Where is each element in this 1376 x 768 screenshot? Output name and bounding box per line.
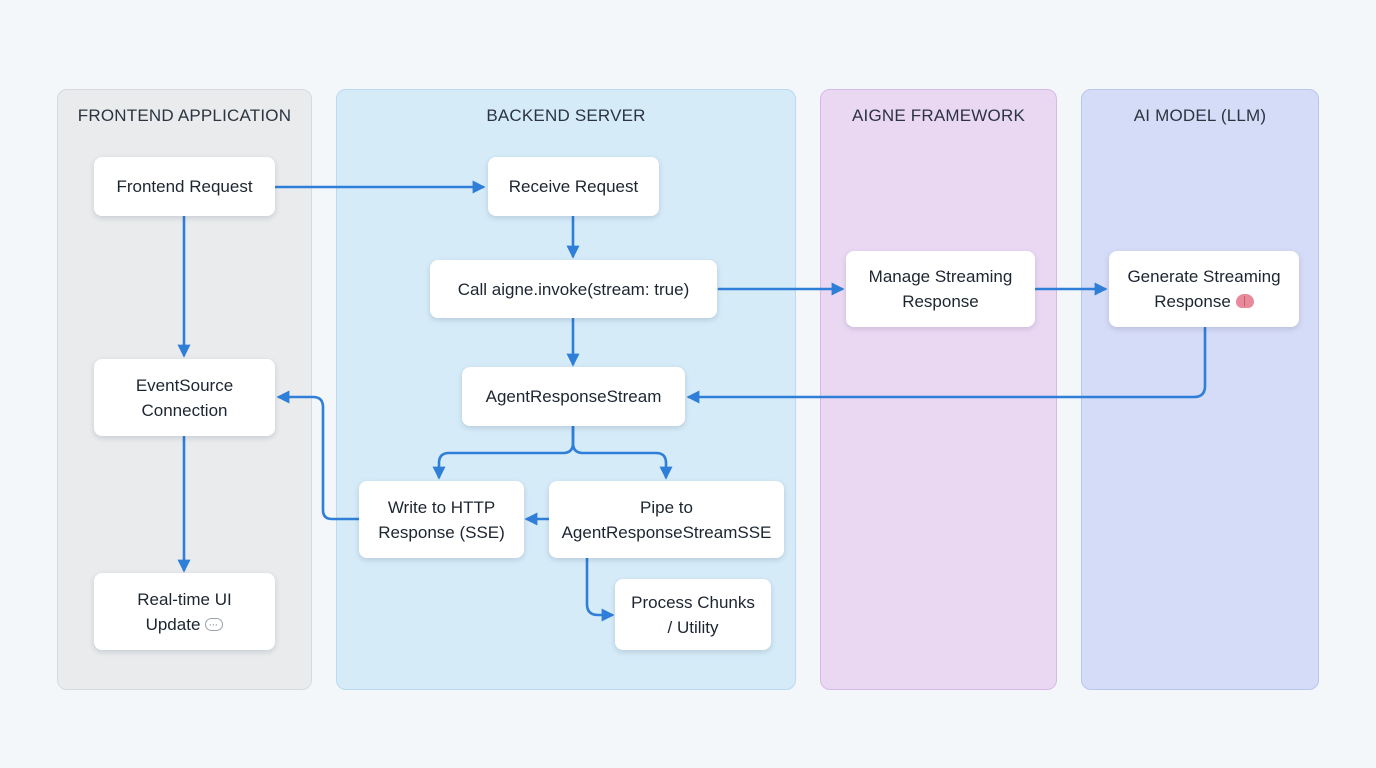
manage-streaming-node[interactable]: Manage Streaming Response — [846, 251, 1035, 327]
write-http-label-line1: Write to HTTP — [387, 497, 496, 517]
process-chunks-node[interactable]: Process Chunks / Utility — [615, 579, 771, 650]
generate-streaming-label-line1: Generate Streaming — [1127, 267, 1281, 286]
pipe-to-sse-node[interactable]: Pipe to AgentResponseStreamSSE — [549, 481, 784, 558]
model-lane-title: AI MODEL (LLM) — [1133, 106, 1267, 125]
speech-bubble-icon — [205, 612, 224, 637]
realtime-label-line1: Real-time UI — [137, 589, 232, 609]
generate-streaming-label-line2: Response — [1154, 292, 1231, 311]
pipe-label-line1: Pipe to — [640, 497, 693, 517]
model-lane — [1081, 89, 1319, 690]
eventsource-label-line1: EventSource — [135, 375, 234, 395]
manage-streaming-label-line1: Manage Streaming — [868, 267, 1013, 286]
process-chunks-label-line1: Process Chunks — [631, 592, 755, 612]
pipe-label-line2: AgentResponseStreamSSE — [561, 522, 772, 542]
realtime-ui-update-node[interactable]: Real-time UI Update — [94, 573, 275, 650]
backend-lane-title: BACKEND SERVER — [486, 106, 646, 125]
eventsource-label-line2: Connection — [141, 400, 228, 420]
call-invoke-node[interactable]: Call aigne.invoke(stream: true) — [430, 260, 717, 318]
realtime-label-line2: Update — [145, 614, 201, 634]
process-chunks-label-line2: / Utility — [667, 617, 719, 637]
framework-lane — [820, 89, 1057, 690]
receive-request-label: Receive Request — [508, 177, 639, 196]
framework-lane-title: AIGNE FRAMEWORK — [851, 106, 1025, 125]
receive-request-node[interactable]: Receive Request — [488, 157, 659, 216]
brain-icon — [1235, 294, 1254, 308]
agent-response-stream-node[interactable]: AgentResponseStream — [462, 367, 685, 426]
agent-response-stream-label: AgentResponseStream — [485, 387, 662, 406]
write-http-label-line2: Response (SSE) — [378, 522, 505, 542]
frontend-request-label: Frontend Request — [116, 177, 253, 196]
frontend-lane-title: FRONTEND APPLICATION — [77, 106, 292, 125]
call-invoke-label: Call aigne.invoke(stream: true) — [457, 279, 690, 299]
eventsource-connection-node[interactable]: EventSource Connection — [94, 359, 275, 436]
frontend-request-node[interactable]: Frontend Request — [94, 157, 275, 216]
generate-streaming-node[interactable]: Generate Streaming Response — [1109, 251, 1299, 327]
manage-streaming-label-line2: Response — [902, 292, 979, 311]
write-http-response-node[interactable]: Write to HTTP Response (SSE) — [359, 481, 524, 558]
